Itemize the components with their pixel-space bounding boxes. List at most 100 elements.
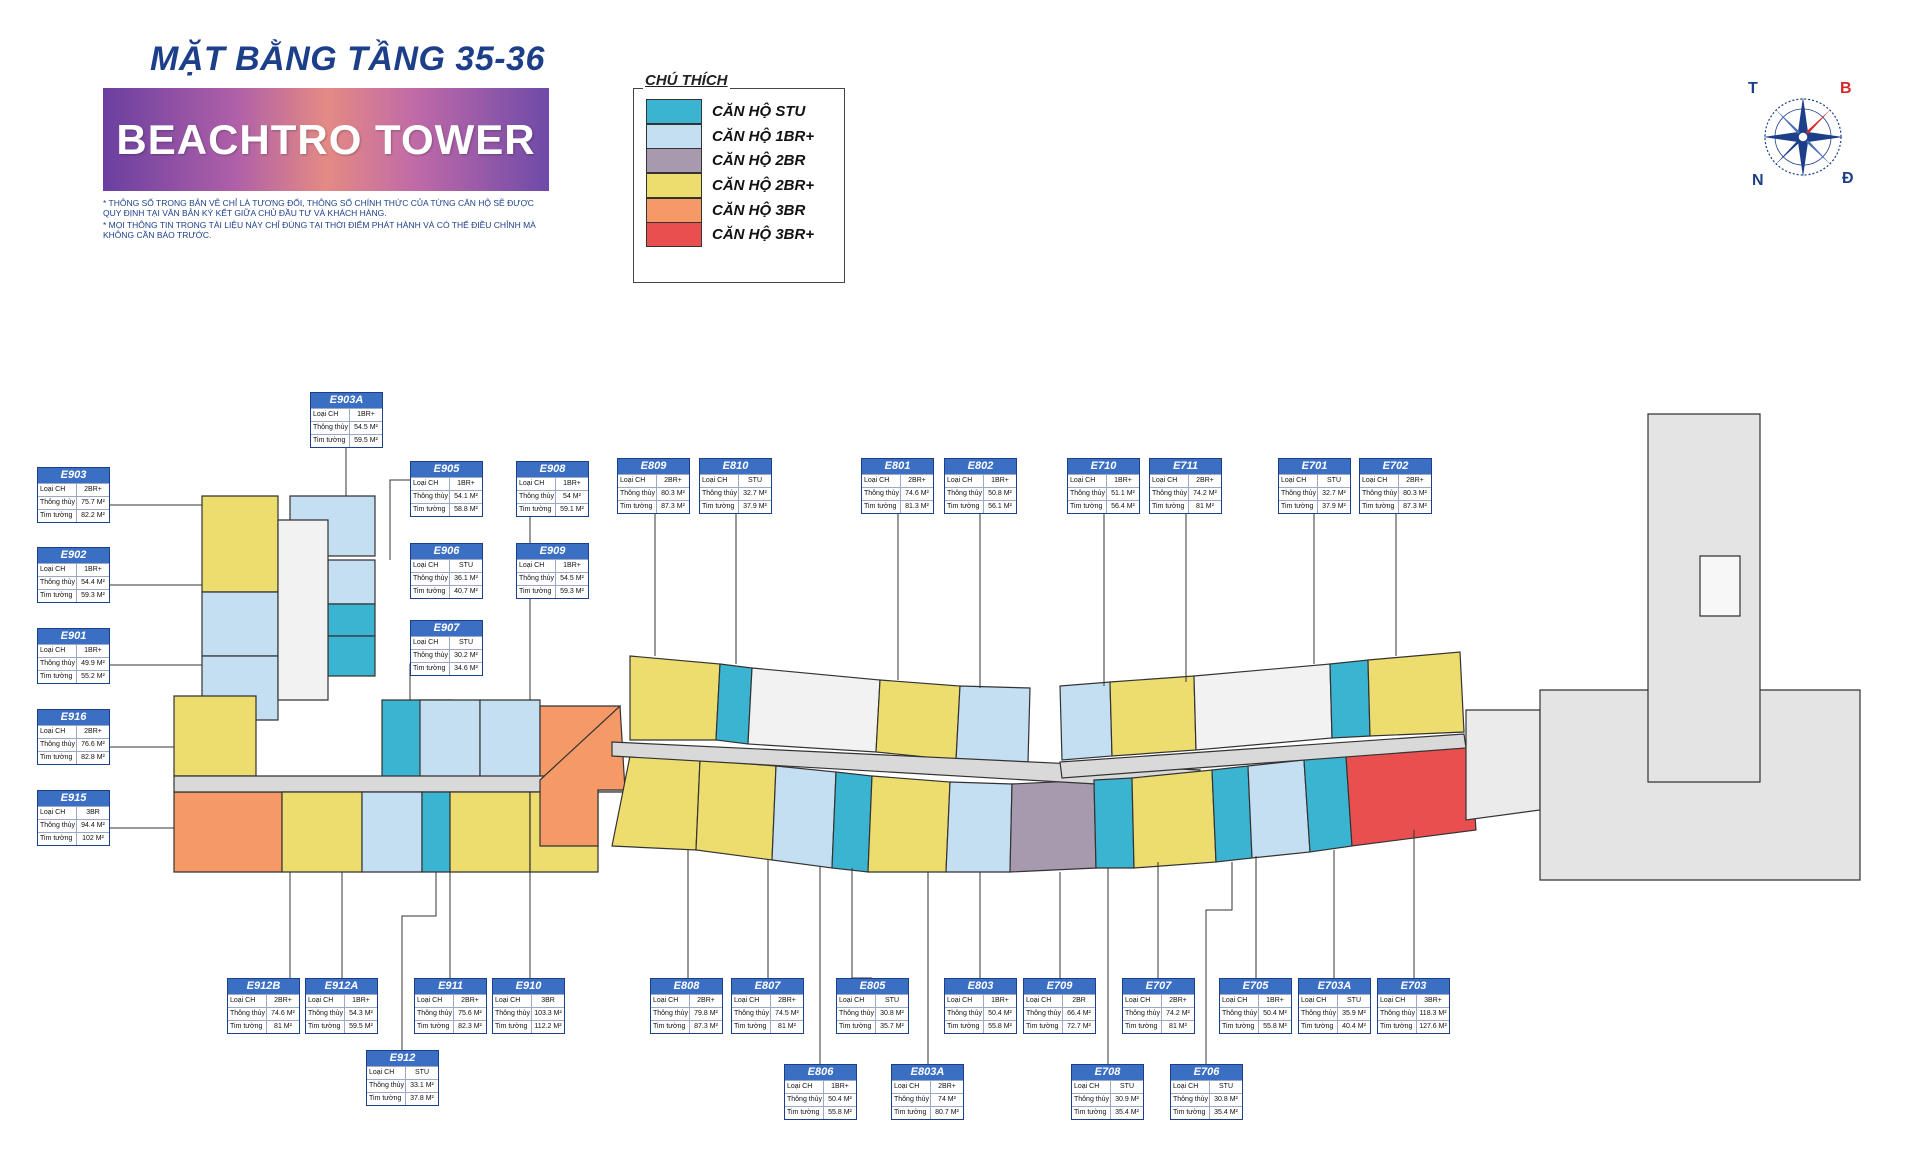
field-label: Tim tường	[38, 752, 77, 764]
unit-type: 3BR	[86, 809, 100, 816]
unit-net-area: 74.6 M²	[905, 490, 929, 497]
field-label: Loại CH	[38, 807, 77, 819]
unit-gross-area: 59.5 M²	[349, 1023, 373, 1030]
unit-code: E710	[1068, 459, 1139, 474]
legend-swatch	[646, 198, 702, 223]
core	[1193, 663, 1333, 751]
field-label: Tim tường	[38, 833, 77, 845]
field-label: Thông thủy	[1171, 1094, 1210, 1106]
unit-type: 2BR+	[1196, 477, 1214, 484]
unit-code: E903A	[311, 393, 382, 408]
field-label: Thông thủy	[945, 1008, 984, 1020]
unit-type: STU	[1219, 1083, 1233, 1090]
unit-net-area: 50.4 M²	[1263, 1010, 1287, 1017]
unit-code: E702	[1360, 459, 1431, 474]
unit-gross-area: 81.3 M²	[905, 503, 929, 510]
unit-code: E706	[1171, 1065, 1242, 1080]
unit-net-area: 36.1 M²	[454, 575, 478, 582]
unit-e803	[945, 781, 1013, 873]
brand-banner: BEACHTRO TOWER	[103, 88, 549, 191]
field-label: Thông thủy	[367, 1080, 406, 1092]
unit-type: 1BR+	[991, 477, 1009, 484]
unit-code: E803	[945, 979, 1016, 994]
unit-net-area: 75.7 M²	[81, 499, 105, 506]
field-label: Tim tường	[517, 586, 556, 598]
unit-e701	[1329, 659, 1371, 739]
field-label: Thông thủy	[785, 1094, 824, 1106]
field-label: Thông thủy	[38, 658, 77, 670]
compass-east-label: Đ	[1842, 170, 1854, 187]
unit-net-area: 74.2 M²	[1193, 490, 1217, 497]
field-label: Loại CH	[306, 995, 345, 1007]
unit-net-area: 32.7 M²	[1322, 490, 1346, 497]
field-label: Tim tường	[411, 663, 450, 675]
unit-e903	[201, 495, 279, 593]
unit-type: 2BR	[1072, 997, 1086, 1004]
field-label: Loại CH	[1024, 995, 1063, 1007]
unit-e702	[1367, 651, 1465, 737]
field-label: Loại CH	[1150, 475, 1189, 487]
unit-e916	[173, 695, 257, 777]
unit-gross-area: 87.3 M²	[1403, 503, 1427, 510]
field-label: Thông thủy	[411, 650, 450, 662]
unit-net-area: 30.8 M²	[1214, 1096, 1238, 1103]
unit-type: 1BR+	[1266, 997, 1284, 1004]
unit-e707	[1131, 769, 1217, 869]
